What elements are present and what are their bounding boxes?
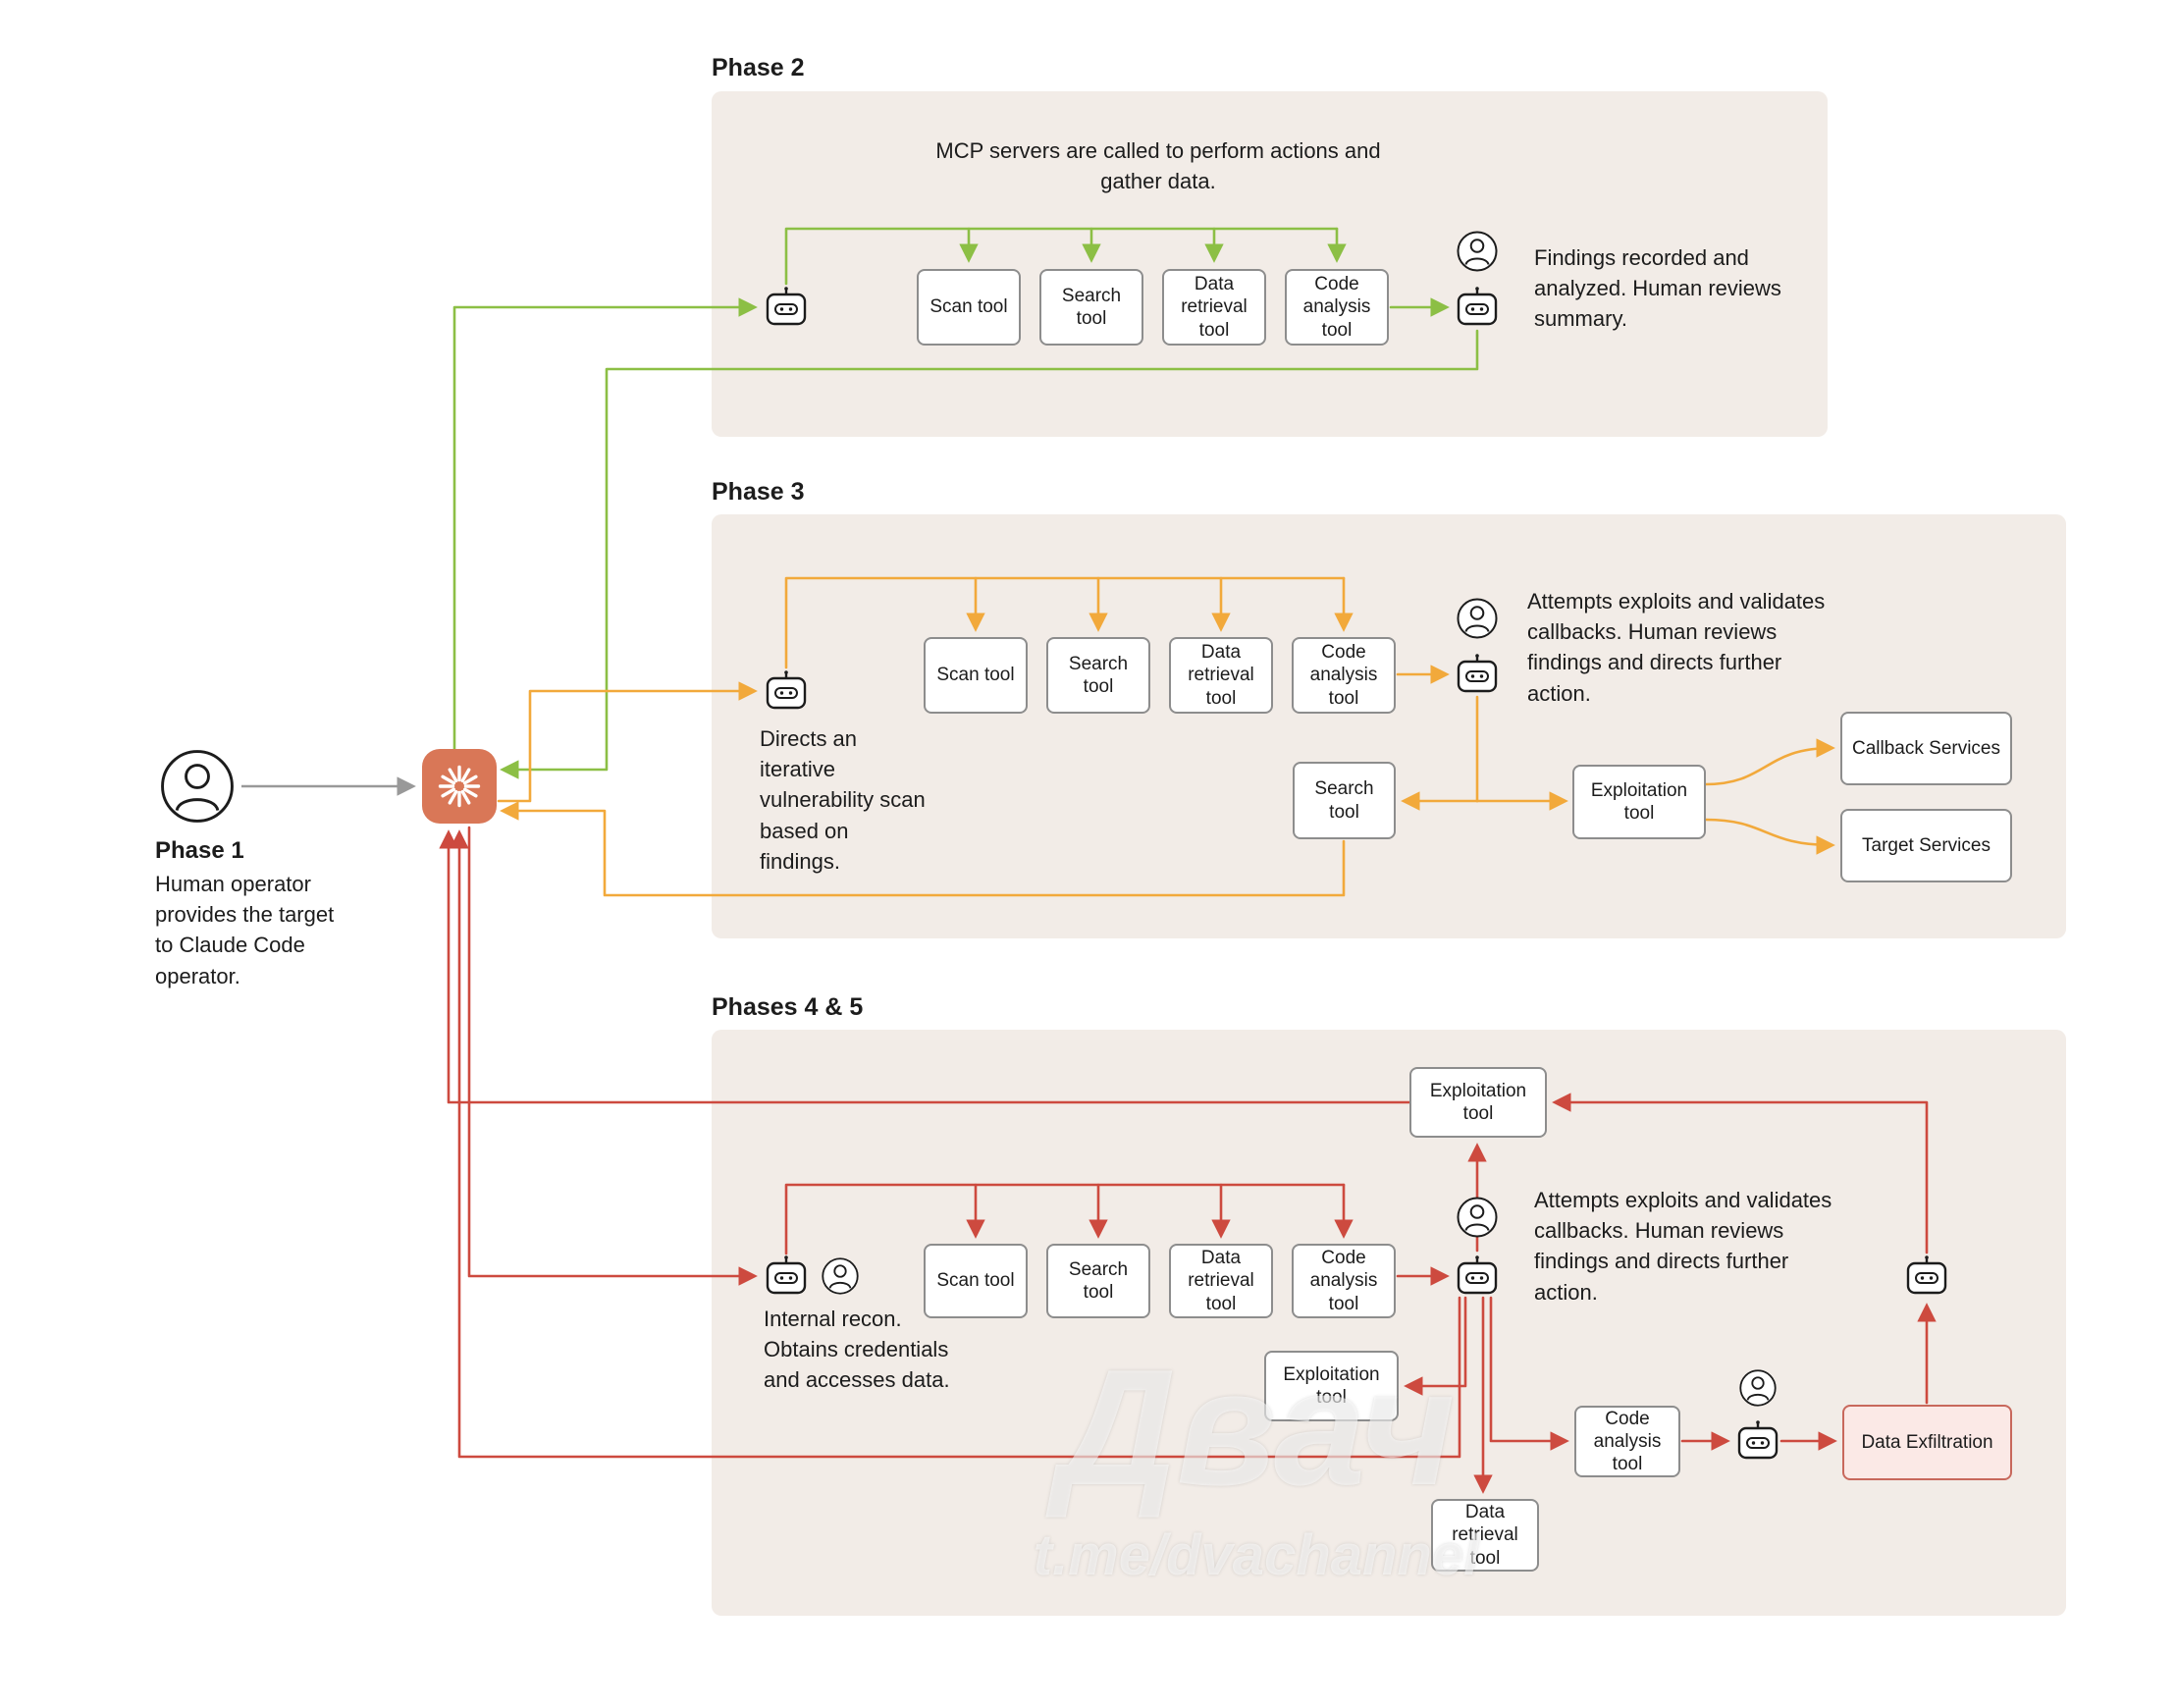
phase2-data-retrieval-tool: Data retrieval tool	[1162, 269, 1266, 346]
arrows-phase2-green	[452, 227, 1479, 779]
phase3-exploitation-tool: Exploitation tool	[1572, 765, 1706, 839]
phase2-caption: MCP servers are called to perform action…	[935, 138, 1381, 194]
phases45-caption: Internal recon. Obtains credentials and …	[764, 1307, 950, 1393]
robot-icon	[763, 669, 810, 718]
robot-icon	[763, 1254, 810, 1303]
arrows-phases45-red	[439, 826, 1937, 1494]
phase2-scan-tool: Scan tool	[917, 269, 1021, 346]
person-icon	[1456, 1196, 1499, 1244]
phases45-scan-tool: Scan tool	[924, 1244, 1028, 1318]
phase1-text: Phase 1 Human operator provides the targ…	[155, 837, 351, 991]
phases45-note: Attempts exploits and validates callback…	[1534, 1188, 1832, 1305]
phases45-search-tool: Search tool	[1046, 1244, 1150, 1318]
phase3-callback-services: Callback Services	[1840, 712, 2012, 785]
robot-icon	[1734, 1419, 1781, 1468]
phase2-title: Phase 2	[712, 54, 805, 81]
robot-icon	[1454, 286, 1501, 334]
phase2-search-tool: Search tool	[1039, 269, 1143, 346]
phase3-code-analysis-tool: Code analysis tool	[1292, 637, 1396, 714]
person-icon	[1456, 597, 1499, 645]
robot-icon	[763, 286, 810, 334]
claude-logo-icon	[422, 749, 497, 824]
phases45-exploitation-tool-top: Exploitation tool	[1409, 1067, 1547, 1138]
phase2-code-analysis-tool: Code analysis tool	[1285, 269, 1389, 346]
phases45-title: Phases 4 & 5	[712, 993, 864, 1021]
phase1-description: Human operator provides the target to Cl…	[155, 872, 335, 988]
robot-icon	[1454, 1254, 1501, 1303]
phases45-panel	[712, 1030, 2066, 1616]
robot-icon	[1454, 653, 1501, 701]
phases45-data-retrieval-tool-bottom: Data retrieval tool	[1431, 1499, 1539, 1572]
phase3-note: Attempts exploits and validates callback…	[1527, 589, 1826, 706]
arrows-phase3-orange	[497, 576, 1835, 897]
robot-icon	[1903, 1254, 1950, 1303]
person-icon	[1456, 230, 1499, 278]
phase3-target-services: Target Services	[1840, 809, 2012, 882]
phase2-panel	[712, 91, 1828, 437]
phase1-title: Phase 1	[155, 837, 244, 864]
phases45-data-retrieval-tool: Data retrieval tool	[1169, 1244, 1273, 1318]
phases45-code-analysis-tool-bottom: Code analysis tool	[1574, 1406, 1680, 1477]
phase3-scan-tool: Scan tool	[924, 637, 1028, 714]
phases45-code-analysis-tool: Code analysis tool	[1292, 1244, 1396, 1318]
phase3-data-retrieval-tool: Data retrieval tool	[1169, 637, 1273, 714]
phase3-title: Phase 3	[712, 478, 805, 506]
person-icon	[158, 747, 237, 830]
phases45-exploitation-tool-mid: Exploitation tool	[1264, 1351, 1399, 1421]
phase3-caption: Directs an iterative vulnerability scan …	[760, 726, 926, 874]
person-icon	[1738, 1368, 1778, 1413]
phase2-note: Findings recorded and analyzed. Human re…	[1534, 245, 1781, 332]
phase3-search-tool: Search tool	[1046, 637, 1150, 714]
phases45-data-exfiltration: Data Exfiltration	[1842, 1405, 2012, 1480]
phase3-search-tool-secondary: Search tool	[1293, 762, 1396, 839]
person-icon	[821, 1256, 860, 1301]
